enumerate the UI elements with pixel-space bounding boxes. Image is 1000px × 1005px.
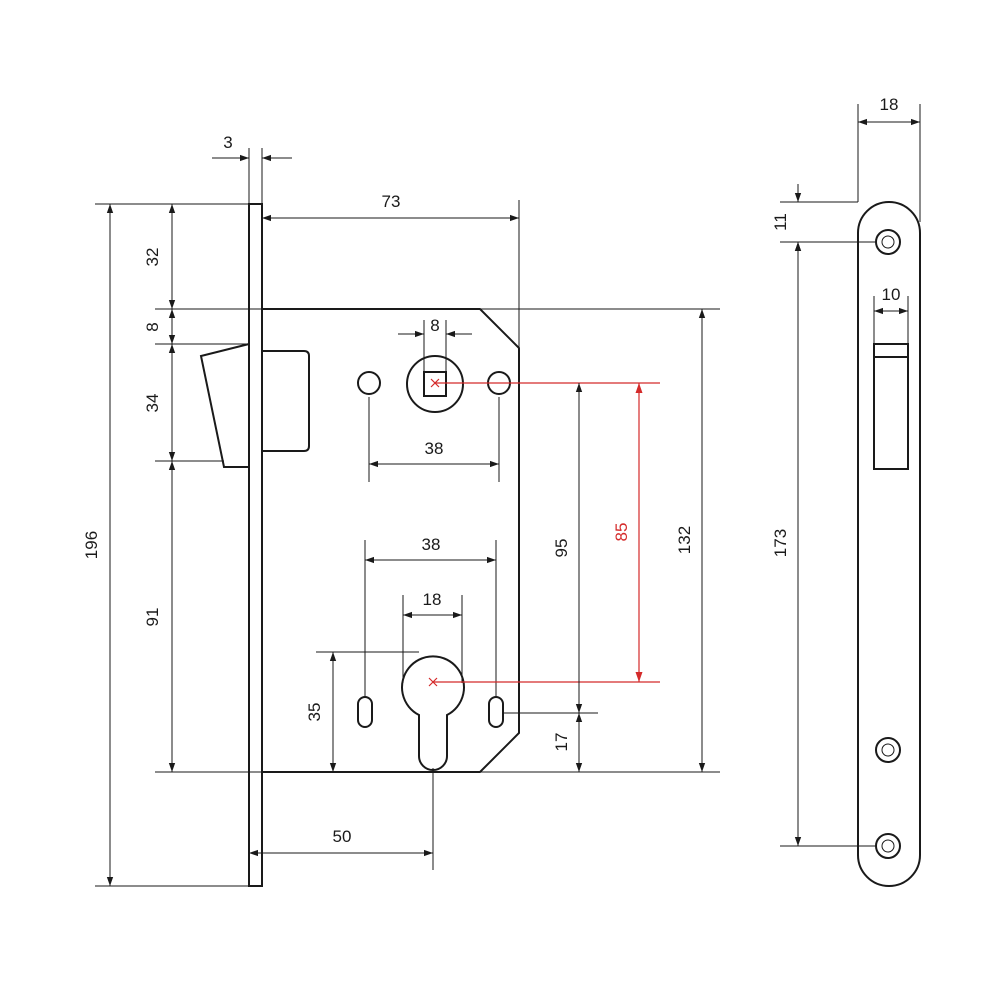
label-85: 85 xyxy=(612,523,631,542)
label-18-strike: 18 xyxy=(880,95,899,114)
spindle-center-mark xyxy=(430,378,440,388)
label-132: 132 xyxy=(675,526,694,554)
strike-hole-top xyxy=(875,229,901,255)
label-8-spindle: 8 xyxy=(430,316,439,335)
label-196: 196 xyxy=(82,531,101,559)
latch-block xyxy=(262,350,310,452)
spindle-hub xyxy=(406,355,464,413)
lock-body xyxy=(199,203,520,887)
strike-plate-outline xyxy=(857,201,921,887)
strike-hole-top-inner xyxy=(881,235,895,249)
label-18-cylinder: 18 xyxy=(423,590,442,609)
label-50: 50 xyxy=(333,827,352,846)
strike-hole-bottom-inner xyxy=(881,839,895,853)
strike-hole-middle xyxy=(875,737,901,763)
label-38-upper: 38 xyxy=(425,439,444,458)
strike-hole-bottom xyxy=(875,833,901,859)
center-lines xyxy=(428,378,660,687)
label-173: 173 xyxy=(771,529,790,557)
lock-case xyxy=(262,308,520,773)
upper-screw-hole-left xyxy=(357,371,381,395)
label-11: 11 xyxy=(771,213,790,231)
label-35: 35 xyxy=(305,703,324,722)
spindle-square xyxy=(423,371,447,397)
cylinder-cutout xyxy=(401,655,465,771)
strike-bolt-opening xyxy=(873,343,909,470)
label-38-lower: 38 xyxy=(422,535,441,554)
lower-slot-right xyxy=(488,696,504,728)
latch-bolt xyxy=(199,343,250,468)
extension-lines xyxy=(95,104,921,887)
label-3: 3 xyxy=(223,133,232,152)
strike-plate xyxy=(857,201,921,887)
dimension-labels: 3 73 196 32 8 34 91 8 38 38 18 95 85 132… xyxy=(82,95,900,846)
label-95: 95 xyxy=(552,539,571,558)
dimension-lines xyxy=(106,118,920,886)
lower-slot-left xyxy=(357,696,373,728)
label-91: 91 xyxy=(143,608,162,627)
label-32: 32 xyxy=(143,248,162,267)
cylinder-center-mark xyxy=(428,677,438,687)
faceplate xyxy=(248,203,263,887)
label-34: 34 xyxy=(143,394,162,413)
label-8-left: 8 xyxy=(143,322,162,331)
label-17: 17 xyxy=(552,733,571,752)
label-10: 10 xyxy=(882,285,901,304)
strike-hole-middle-inner xyxy=(881,743,895,757)
label-73: 73 xyxy=(382,192,401,211)
